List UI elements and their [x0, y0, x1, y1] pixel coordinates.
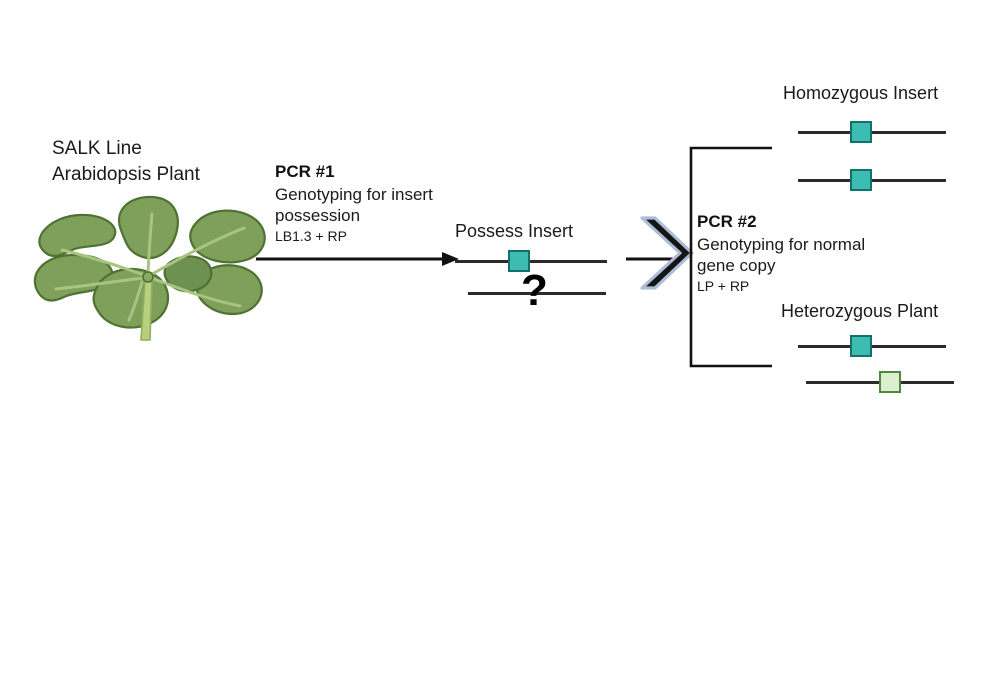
pcr1-description: Genotyping for insert possession [275, 184, 433, 226]
allele-line [798, 131, 946, 134]
pcr2-step-block: PCR #2 Genotyping for normal gene copy L… [697, 211, 865, 296]
pcr2-description: Genotyping for normal gene copy [697, 234, 866, 276]
pcr1-title: PCR #1 [275, 162, 335, 181]
unknown-marker: ? [521, 266, 548, 315]
wildtype-box [879, 371, 901, 393]
possess-insert-label: Possess Insert [455, 221, 574, 241]
insert-box [850, 169, 872, 191]
plant-label: SALK Line Arabidopsis Plant [52, 138, 200, 185]
possess-insert-alleles [455, 250, 610, 310]
allele-line [455, 260, 607, 263]
pcr1-step-block: PCR #1 Genotyping for insert possession … [275, 161, 433, 246]
arrow-pcr1 [254, 249, 462, 269]
insert-box [850, 335, 872, 357]
arabidopsis-rosette-icon [33, 195, 266, 341]
pcr2-title: PCR #2 [697, 212, 757, 231]
insert-box [850, 121, 872, 143]
outcomes-bracket [688, 146, 774, 368]
pcr2-primers: LP + RP [697, 277, 750, 294]
allele-line [798, 179, 946, 182]
left-bracket-icon [689, 146, 772, 368]
insert-box [508, 250, 530, 272]
allele-line [468, 292, 606, 295]
allele-line [798, 345, 946, 348]
homozygous-insert-alleles [798, 121, 948, 192]
heterozygous-plant-label: Heterozygous Plant [781, 301, 939, 321]
arrow-right-icon [256, 252, 459, 266]
plant-illustration [28, 192, 278, 341]
heterozygous-plant-alleles [798, 335, 958, 396]
chevron-pcr2 [626, 210, 694, 296]
chevron-right-icon [626, 216, 694, 290]
homozygous-insert-label: Homozygous Insert [783, 83, 939, 103]
pcr1-primers: LB1.3 + RP [275, 227, 347, 244]
